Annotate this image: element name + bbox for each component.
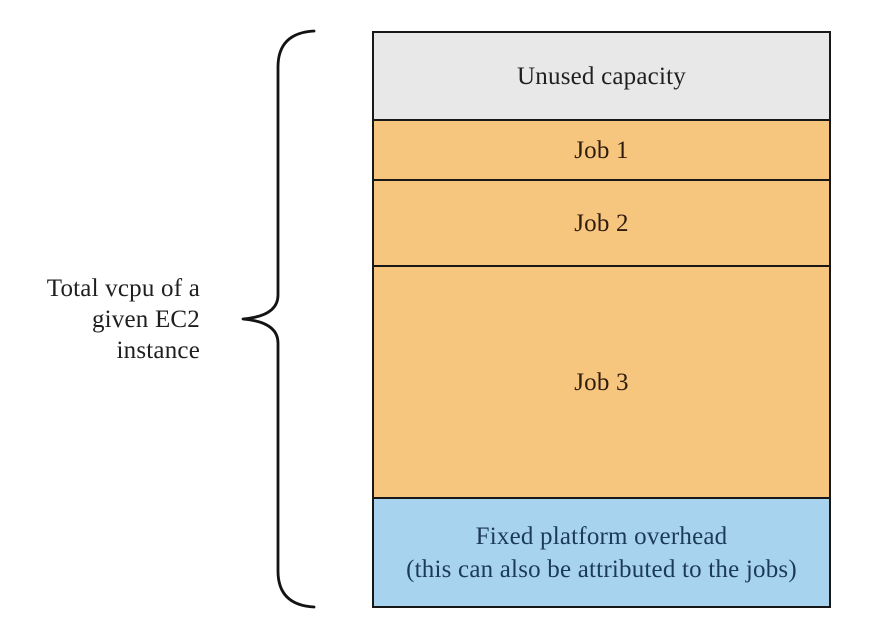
total-vcpu-label-line1: Total vcpu of a <box>46 275 200 302</box>
total-vcpu-label-line2: given EC2 <box>91 306 200 333</box>
segment-unused-capacity-label: Unused capacity <box>517 62 686 90</box>
segment-fixed-platform-overhead-label: Fixed platform overhead <box>475 522 728 550</box>
segment-job-1: Job 1 <box>374 119 829 179</box>
curly-brace-path <box>241 29 316 609</box>
segment-job-1-label: Job 1 <box>574 136 629 164</box>
segment-job-2: Job 2 <box>374 179 829 265</box>
segment-fixed-platform-overhead: Fixed platform overhead (this can also b… <box>374 497 829 606</box>
total-vcpu-label-line3: instance <box>116 337 200 364</box>
curly-brace <box>241 29 316 609</box>
segment-job-3-label: Job 3 <box>574 368 629 396</box>
segment-job-3: Job 3 <box>374 265 829 497</box>
ec2-capacity-stack: Unused capacity Job 1 Job 2 Job 3 Fixed … <box>372 31 831 608</box>
segment-unused-capacity: Unused capacity <box>374 33 829 119</box>
segment-fixed-platform-overhead-sublabel: (this can also be attributed to the jobs… <box>406 555 797 583</box>
segment-job-2-label: Job 2 <box>574 209 629 237</box>
total-vcpu-label: Total vcpu of a given EC2 instance <box>18 273 200 366</box>
